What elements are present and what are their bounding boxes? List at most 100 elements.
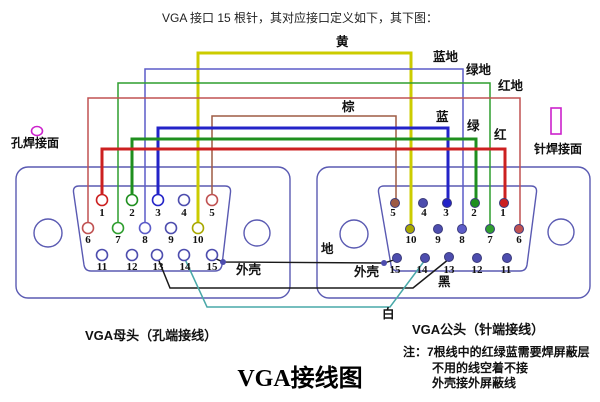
left-pin-11 [95, 248, 109, 262]
wire-black [156, 255, 450, 289]
right-mount-hole-right [547, 218, 575, 246]
wire-label-shell-right: 外壳 [354, 265, 380, 279]
right-pin-10 [405, 224, 415, 234]
left-pin-15 [205, 248, 219, 262]
right-shell-solder-dot [381, 260, 387, 266]
right-dsub-body [377, 185, 538, 272]
wire-green-ground [117, 82, 491, 231]
left-pin-4-number: 4 [181, 207, 187, 219]
pin-face-label: 针焊接面 [534, 142, 583, 156]
left-pin-13-number: 13 [153, 261, 165, 273]
right-pin-2 [470, 198, 480, 208]
right-pin-3-number: 3 [443, 207, 449, 219]
right-pin-15 [392, 253, 402, 263]
wire-label-green: 绿 [467, 119, 480, 133]
right-pin-15-number: 15 [390, 264, 402, 276]
left-pin-12-number: 12 [127, 261, 139, 273]
wire-label-green-ground: 绿地 [466, 63, 492, 77]
wire-brown [211, 115, 397, 205]
right-pin-10-number: 10 [406, 234, 418, 246]
left-pin-15-number: 15 [207, 261, 219, 273]
hole-face-label: 孔焊接面 [11, 136, 60, 150]
left-pin-10 [191, 221, 205, 235]
wire-white [183, 256, 426, 308]
wire-label-red-ground: 红地 [498, 79, 524, 93]
left-pin-14 [177, 248, 191, 262]
left-pin-7-number: 7 [115, 234, 121, 246]
right-connector-shell [316, 166, 591, 299]
note-line-3: 外壳接外屏蔽线 [432, 376, 517, 390]
left-pin-2-number: 2 [129, 207, 135, 219]
pin-face-icon [550, 107, 562, 135]
left-pin-6 [81, 221, 95, 235]
right-pin-13 [444, 252, 454, 262]
right-pin-9 [433, 224, 443, 234]
right-pin-5 [390, 198, 400, 208]
note-line-2: 不用的线空着不接 [432, 361, 529, 375]
left-pin-14-number: 14 [180, 261, 192, 273]
left-pin-3 [151, 193, 165, 207]
left-pin-11-number: 11 [97, 261, 107, 273]
right-pin-4-number: 4 [421, 207, 427, 219]
wire-label-yellow: 黄 [336, 35, 349, 49]
wire-red-ground [87, 97, 521, 231]
left-pin-5 [205, 193, 219, 207]
left-pin-12 [125, 248, 139, 262]
left-pin-8-number: 8 [142, 234, 148, 246]
wire-green [130, 137, 478, 205]
left-pin-1-number: 1 [99, 207, 105, 219]
wire-label-red: 红 [494, 128, 507, 142]
right-pin-11-number: 11 [501, 264, 511, 276]
left-pin-2 [125, 193, 139, 207]
left-pin-8 [138, 221, 152, 235]
left-connector-shell [15, 166, 291, 299]
right-pin-5-number: 5 [390, 207, 396, 219]
left-pin-9-number: 9 [168, 234, 174, 246]
right-pin-7 [485, 224, 495, 234]
right-mount-hole-left [339, 219, 369, 249]
left-connector-caption: VGA母头（孔端接线） [85, 328, 218, 343]
left-dsub-body [72, 185, 232, 272]
right-connector-caption: VGA公头（针端接线） [412, 322, 545, 337]
wire-label-blue-ground: 蓝地 [433, 50, 459, 64]
right-pin-8 [457, 224, 467, 234]
right-pin-6-number: 6 [516, 234, 522, 246]
right-pin-13-number: 13 [444, 264, 456, 276]
left-pin-5-number: 5 [209, 207, 215, 219]
wire-label-shell-left: 外壳 [236, 263, 262, 277]
wire-label-white: 白 [382, 307, 395, 321]
right-pin-8-number: 8 [459, 234, 465, 246]
wire-shell-ground [211, 256, 398, 264]
right-pin-7-number: 7 [487, 234, 493, 246]
left-shell-solder-dot [220, 259, 226, 265]
wire-label-blue: 蓝 [436, 110, 449, 124]
wire-red [100, 147, 507, 205]
right-pin-1-number: 1 [500, 207, 506, 219]
wire-label-black: 黑 [438, 275, 451, 289]
right-pin-3 [442, 198, 452, 208]
left-mount-hole-right [243, 219, 271, 247]
left-pin-1 [95, 193, 109, 207]
right-pin-2-number: 2 [471, 207, 477, 219]
right-pin-14 [420, 253, 430, 263]
left-mount-hole-left [33, 218, 63, 248]
left-pin-13 [150, 248, 164, 262]
wire-blue [156, 126, 450, 205]
right-pin-12 [472, 253, 482, 263]
diagram-title: VGA接线图 [237, 366, 363, 392]
right-pin-1 [499, 198, 509, 208]
note-line-1: 注：7根线中的红绿蓝需要焊屏蔽层 [403, 345, 590, 359]
left-pin-6-number: 6 [85, 234, 91, 246]
right-pin-12-number: 12 [472, 264, 484, 276]
wire-label-brown: 棕 [342, 100, 355, 114]
left-pin-3-number: 3 [155, 207, 161, 219]
right-pin-4 [418, 198, 428, 208]
right-pin-6 [514, 224, 524, 234]
left-pin-4 [177, 193, 191, 207]
right-pin-14-number: 14 [417, 264, 429, 276]
right-pin-9-number: 9 [435, 234, 441, 246]
left-pin-10-number: 10 [193, 234, 205, 246]
right-pin-11 [502, 253, 512, 263]
